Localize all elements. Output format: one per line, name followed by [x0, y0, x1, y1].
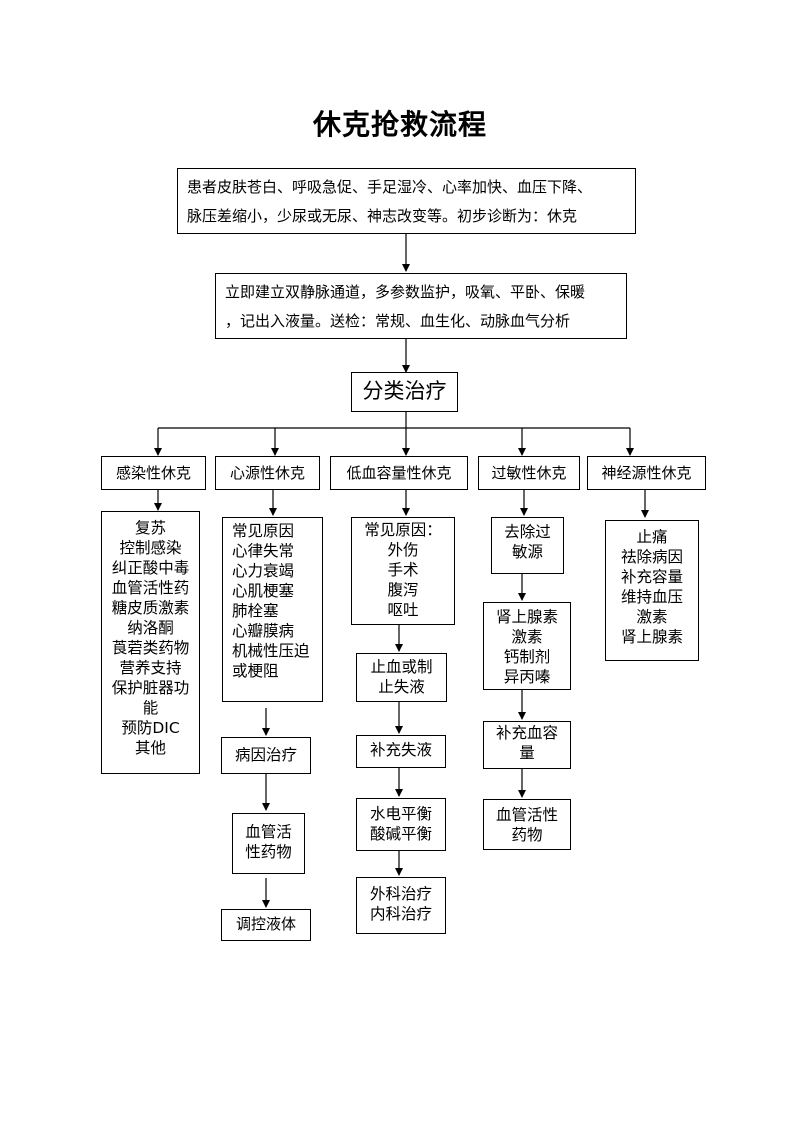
- septic-treatment-box: 复苏 控制感染 纠正酸中毒 血管活性药 糖皮质激素 纳洛酮 莨菪类药物 营养支持…: [101, 511, 200, 774]
- cardiogenic-cause: 机械性压迫: [232, 642, 310, 660]
- category-hypovolemic-shock: 低血容量性休克: [330, 456, 468, 490]
- cardiogenic-cause: 心律失常: [232, 542, 295, 560]
- cardiogenic-vasoactive-line: 血管活: [245, 823, 292, 841]
- anaphylactic-drug: 肾上腺素: [495, 608, 558, 626]
- category-anaphylactic-shock: 过敏性休克: [478, 456, 580, 490]
- cardiogenic-step-vasoactive: 血管活 性药物: [232, 813, 305, 874]
- hypovolemic-balance-line: 酸碱平衡: [369, 825, 432, 843]
- septic-item: 纳洛酮: [127, 619, 174, 637]
- anaphylactic-volume-line: 量: [519, 744, 535, 762]
- neurogenic-treatment-box: 止痛 祛除病因 补充容量 维持血压 激素 肾上腺素: [605, 520, 699, 661]
- initial-measures-box: 立即建立双静脉通道，多参数监护，吸氧、平卧、保暖 ，记出入液量。送检：常规、血生…: [215, 273, 627, 339]
- anaphylactic-drug: 钙制剂: [503, 648, 551, 666]
- cardiogenic-cause: 或梗阻: [232, 662, 279, 680]
- category-neurogenic-shock: 神经源性休克: [587, 456, 706, 490]
- anaphylactic-step-remove-allergen: 去除过 敏源: [491, 517, 564, 574]
- neurogenic-item: 止痛: [636, 528, 668, 546]
- septic-item: 纠正酸中毒: [111, 559, 190, 577]
- hypovolemic-step-surgical-medical: 外科治疗 内科治疗: [356, 877, 446, 934]
- anaphylactic-drug: 激素: [511, 628, 543, 646]
- hypovolemic-step-fluid-replacement: 补充失液: [356, 735, 446, 768]
- hypovolemic-cause: 手术: [387, 561, 419, 579]
- hypovolemic-treatment-line: 外科治疗: [369, 885, 432, 903]
- septic-item: 复苏: [134, 519, 166, 537]
- septic-item: 能: [142, 699, 159, 717]
- neurogenic-item: 激素: [636, 608, 668, 626]
- cardiogenic-cause: 心瓣膜病: [232, 622, 295, 640]
- category-septic-shock: 感染性休克: [101, 456, 206, 490]
- hypovolemic-cause: 外伤: [387, 541, 419, 559]
- septic-item: 营养支持: [119, 659, 182, 677]
- septic-item: 血管活性药: [111, 579, 190, 597]
- septic-item: 保护脏器功: [111, 679, 190, 697]
- anaphylactic-step-vasoactive: 血管活性 药物: [483, 799, 571, 850]
- cardiogenic-cause: 肺栓塞: [232, 602, 279, 620]
- septic-item: 预防DIC: [121, 719, 180, 737]
- neurogenic-item: 补充容量: [620, 568, 683, 586]
- cardiogenic-cause: 常见原因: [232, 522, 295, 540]
- anaphylactic-allergen-line: 敏源: [511, 543, 543, 561]
- hypovolemic-step-balance: 水电平衡 酸碱平衡: [356, 798, 446, 851]
- anaphylactic-step-volume: 补充血容 量: [483, 721, 571, 769]
- anaphylactic-vasoactive-line: 药物: [511, 826, 543, 844]
- hypovolemic-hemostasis-line: 止血或制: [370, 658, 433, 676]
- hypovolemic-cause: 常见原因：: [364, 521, 442, 539]
- initial-diagnosis-box: 患者皮肤苍白、呼吸急促、手足湿冷、心率加快、血压下降、 脉压差缩小，少尿或无尿、…: [177, 168, 636, 234]
- cardiogenic-cause: 心力衰竭: [232, 562, 295, 580]
- anaphylactic-drug: 异丙嗪: [503, 668, 551, 686]
- anaphylactic-drugs-box: 肾上腺素 激素 钙制剂 异丙嗪: [483, 602, 571, 690]
- initial-diagnosis-line-2: 脉压差缩小，少尿或无尿、神志改变等。初步诊断为：休克: [187, 207, 578, 225]
- classify-treatment-box: 分类治疗: [351, 372, 458, 412]
- cardiogenic-step-fluids: 调控液体: [221, 909, 311, 941]
- hypovolemic-hemostasis-line: 止失液: [378, 678, 425, 696]
- hypovolemic-balance-line: 水电平衡: [369, 805, 432, 823]
- anaphylactic-vasoactive-line: 血管活性: [495, 806, 558, 824]
- cardiogenic-causes-box: 常见原因 心律失常 心力衰竭 心肌梗塞 肺栓塞 心瓣膜病 机械性压迫 或梗阻: [222, 517, 323, 702]
- cardiogenic-vasoactive-line: 性药物: [245, 843, 292, 861]
- page-title: 休克抢救流程: [312, 108, 487, 141]
- cardiogenic-step-etiology: 病因治疗: [221, 737, 311, 774]
- septic-item: 莨菪类药物: [111, 639, 190, 657]
- hypovolemic-causes-box: 常见原因： 外伤 手术 腹泻 呕吐: [351, 517, 455, 625]
- cardiogenic-cause: 心肌梗塞: [232, 582, 295, 600]
- neurogenic-item: 维持血压: [620, 588, 683, 606]
- septic-item: 其他: [134, 739, 166, 757]
- septic-item: 糖皮质激素: [111, 599, 190, 617]
- hypovolemic-cause: 呕吐: [387, 601, 419, 619]
- category-cardiogenic-shock: 心源性休克: [215, 456, 320, 490]
- anaphylactic-volume-line: 补充血容: [495, 724, 558, 742]
- initial-measures-line-1: 立即建立双静脉通道，多参数监护，吸氧、平卧、保暖: [225, 283, 586, 301]
- neurogenic-item: 祛除病因: [620, 548, 683, 566]
- initial-measures-line-2: ，记出入液量。送检：常规、血生化、动脉血气分析: [225, 312, 571, 330]
- initial-diagnosis-line-1: 患者皮肤苍白、呼吸急促、手足湿冷、心率加快、血压下降、: [187, 178, 593, 196]
- septic-item: 控制感染: [119, 539, 182, 557]
- anaphylactic-allergen-line: 去除过: [504, 523, 551, 541]
- hypovolemic-cause: 腹泻: [387, 581, 419, 599]
- neurogenic-item: 肾上腺素: [620, 628, 683, 646]
- hypovolemic-step-hemostasis: 止血或制 止失液: [356, 653, 447, 702]
- hypovolemic-treatment-line: 内科治疗: [369, 905, 432, 923]
